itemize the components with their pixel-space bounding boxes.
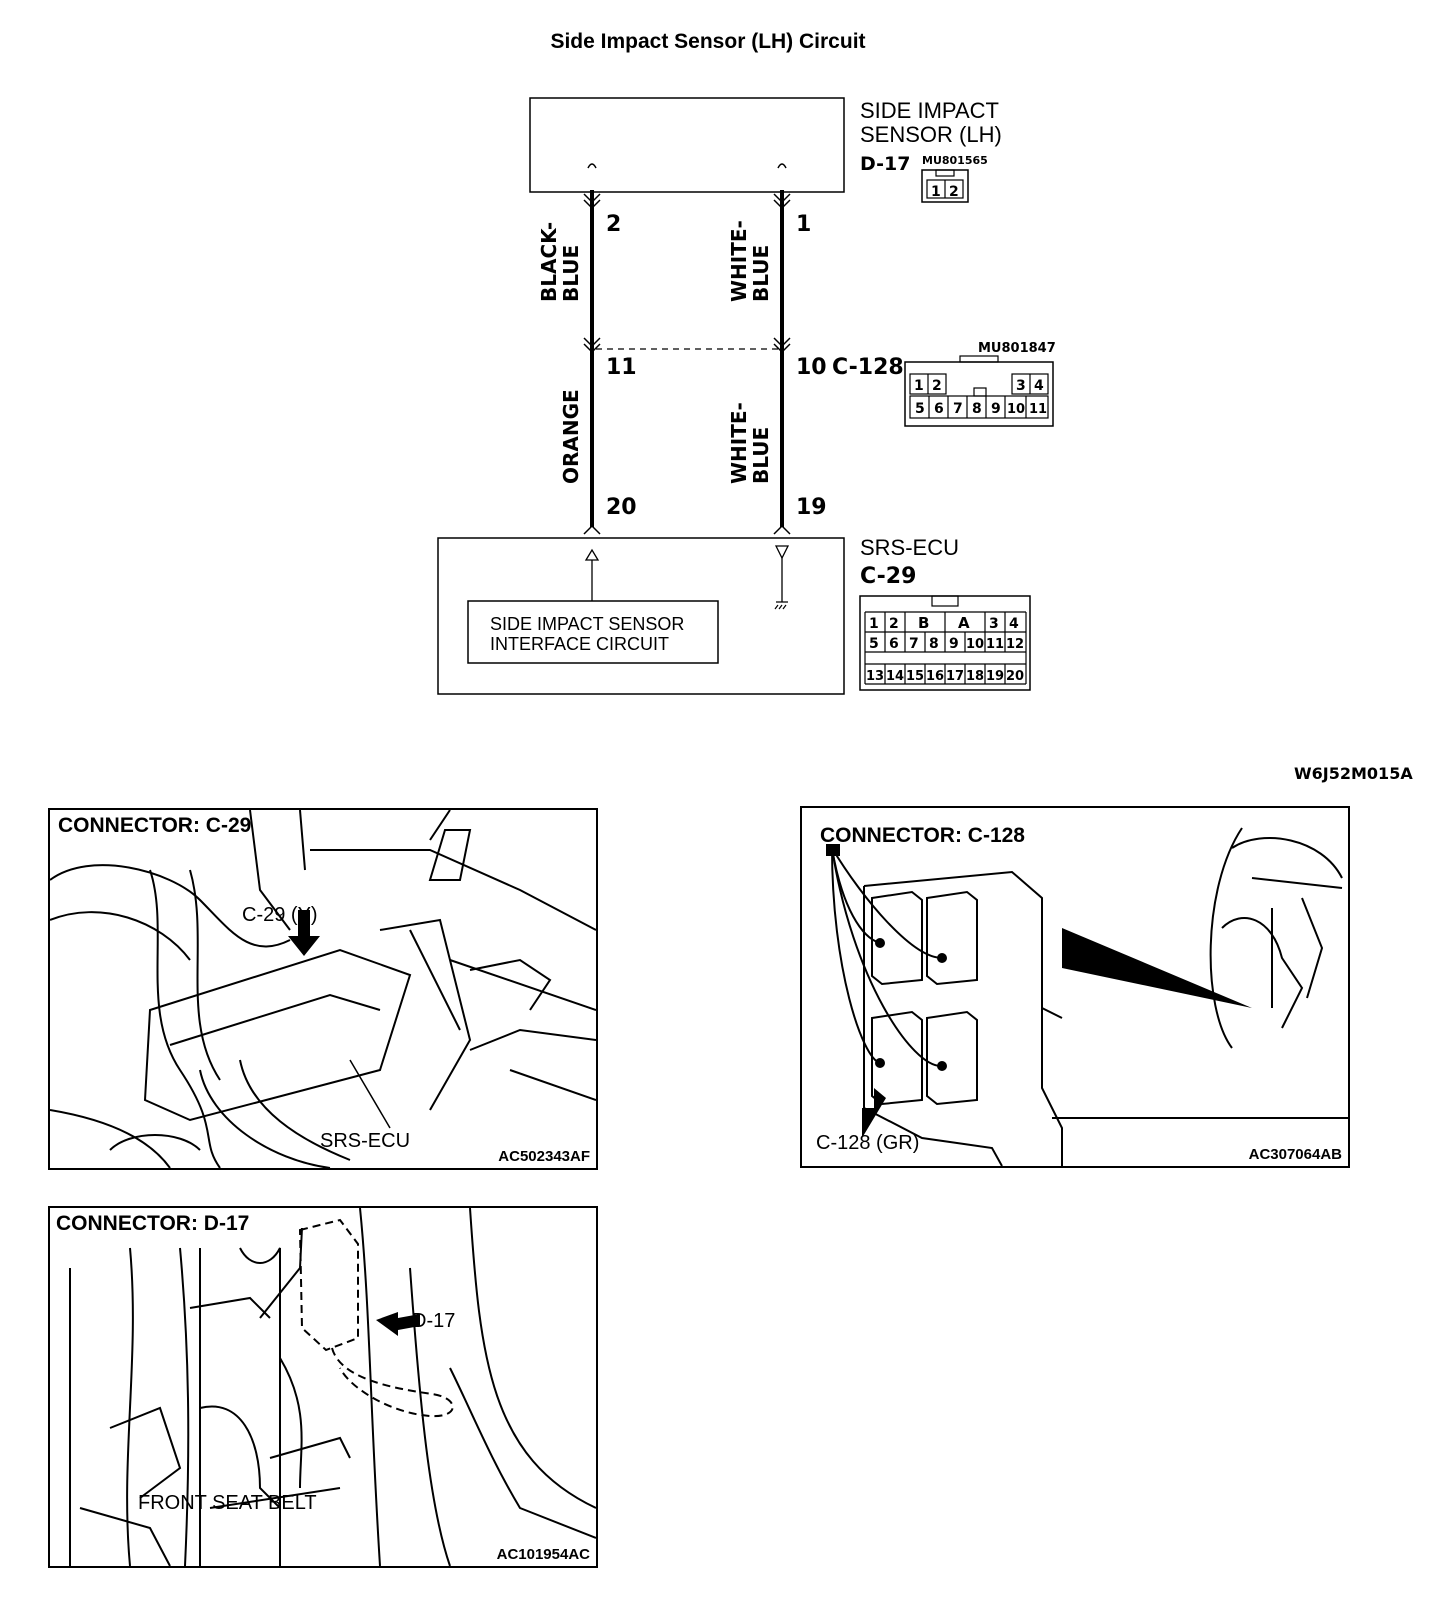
photo-connector-c29: CONNECTOR: C-29 C-29 (Y) SRS-ECU AC50234…: [48, 808, 598, 1170]
photo-connector-c128: CONNECTOR: C-128 C-128 (GR) AC307064AB: [800, 806, 1350, 1168]
d17-code: AC101954AC: [496, 1546, 590, 1563]
sensor-connector-face: 1 2: [921, 169, 969, 203]
c29-illustration: [50, 810, 596, 1168]
joint-pin-2: 2: [932, 378, 942, 394]
pin-joint-right: 10: [796, 355, 827, 380]
joint-pin-1: 1: [914, 378, 924, 394]
ecu-pin-2: 2: [889, 616, 899, 632]
wire-color-lower-right-2: BLUE: [749, 427, 773, 484]
pin-sensor-right: 1: [796, 212, 811, 237]
pin-joint-left: 11: [606, 355, 637, 380]
joint-part-number: MU801847: [978, 341, 1056, 356]
sensor-name-line1: SIDE IMPACT: [860, 98, 999, 123]
pin-ecu-left: 20: [606, 495, 637, 520]
c128-callout: C-128 (GR): [816, 1132, 920, 1154]
ecu-pin-13: 13: [866, 669, 884, 684]
interface-circuit-box: [467, 600, 719, 664]
ecu-connector-face: 1 2 B A 3 4 5 6 7 8 9 10 11 12 13 14 15 …: [859, 595, 1031, 691]
ecu-pin-5: 5: [869, 636, 879, 652]
d17-illustration: [69, 1208, 596, 1566]
joint-pin-11: 11: [1029, 402, 1047, 417]
c29-component-label: SRS-ECU: [320, 1130, 411, 1152]
ecu-pin-8: 8: [929, 636, 939, 652]
ecu-pin-9: 9: [949, 636, 959, 652]
joint-pin-3: 3: [1016, 378, 1026, 394]
c128-title: CONNECTOR: C-128: [820, 824, 1025, 847]
ecu-name: SRS-ECU: [860, 535, 959, 560]
d17-component-label: FRONT SEAT BELT: [138, 1492, 317, 1514]
circuit-schematic: SIDE IMPACT SENSOR (LH) D-17 MU801565 1 …: [437, 97, 1056, 695]
diagram-title: Side Impact Sensor (LH) Circuit: [550, 30, 866, 53]
ecu-pin-1: 1: [869, 616, 879, 632]
ecu-box: [437, 537, 845, 695]
joint-connector-face: 1 2 3 4 5 6 7 8 9 10 11: [904, 355, 1054, 427]
wire-color-upper-right-1: WHITE-: [727, 220, 751, 302]
joint-pin-4: 4: [1034, 378, 1044, 394]
c29-code: AC502343AF: [498, 1148, 590, 1165]
ecu-pin-18: 18: [966, 669, 984, 684]
wire-color-upper-left-2: BLUE: [559, 245, 583, 302]
interface-line2: INTERFACE CIRCUIT: [490, 634, 669, 654]
wire-color-lower-left: ORANGE: [559, 389, 583, 484]
sensor-connector-label: D-17: [860, 153, 910, 175]
c29-callout: C-29 (Y): [242, 904, 318, 926]
joint-pin-5: 5: [915, 401, 925, 417]
wire-color-upper-right-2: BLUE: [749, 245, 773, 302]
c128-code: AC307064AB: [1248, 1146, 1342, 1163]
joint-pin-8: 8: [972, 401, 982, 417]
ecu-pin-15: 15: [906, 669, 924, 684]
ecu-pin-A: A: [958, 614, 970, 632]
sensor-box: [529, 97, 845, 193]
ecu-pin-7: 7: [909, 636, 919, 652]
c128-illustration: [826, 827, 1348, 1166]
sensor-name-line2: SENSOR (LH): [860, 122, 1002, 147]
ecu-pin-20: 20: [1006, 669, 1024, 684]
ecu-pin-3: 3: [989, 616, 999, 632]
joint-connector-label: C-128: [832, 355, 904, 380]
ecu-pin-10: 10: [966, 637, 984, 652]
ecu-pin-11: 11: [986, 637, 1004, 652]
joint-pin-10: 10: [1007, 402, 1025, 417]
ecu-connector-label: C-29: [860, 564, 916, 589]
photo-connector-d17: CONNECTOR: D-17 D-17 FRONT SEAT BELT AC1…: [48, 1206, 598, 1568]
d17-callout: D-17: [412, 1310, 456, 1332]
sensor-pin-1: 1: [931, 184, 941, 200]
ecu-pin-6: 6: [889, 636, 899, 652]
ecu-pin-16: 16: [926, 669, 944, 684]
joint-pin-6: 6: [934, 401, 944, 417]
interface-line1: SIDE IMPACT SENSOR: [490, 614, 684, 634]
pin-sensor-left: 2: [606, 212, 621, 237]
joint-pin-7: 7: [953, 401, 963, 417]
wire-color-lower-right-1: WHITE-: [727, 402, 751, 484]
joint-pin-9: 9: [991, 401, 1001, 417]
pin-ecu-right: 19: [796, 495, 827, 520]
d17-title: CONNECTOR: D-17: [56, 1212, 250, 1235]
ecu-pin-19: 19: [986, 669, 1004, 684]
ecu-pin-17: 17: [946, 669, 964, 684]
ecu-pin-12: 12: [1006, 637, 1024, 652]
ecu-pin-14: 14: [886, 669, 904, 684]
sensor-pin-2: 2: [949, 184, 959, 200]
ecu-pin-4: 4: [1009, 616, 1019, 632]
c29-title: CONNECTOR: C-29: [58, 814, 252, 837]
wire-color-upper-left-1: BLACK-: [537, 222, 561, 302]
diagram-code-label: W6J52M015A: [1294, 764, 1413, 783]
ecu-pin-B: B: [918, 614, 929, 632]
sensor-part-number: MU801565: [922, 154, 988, 167]
